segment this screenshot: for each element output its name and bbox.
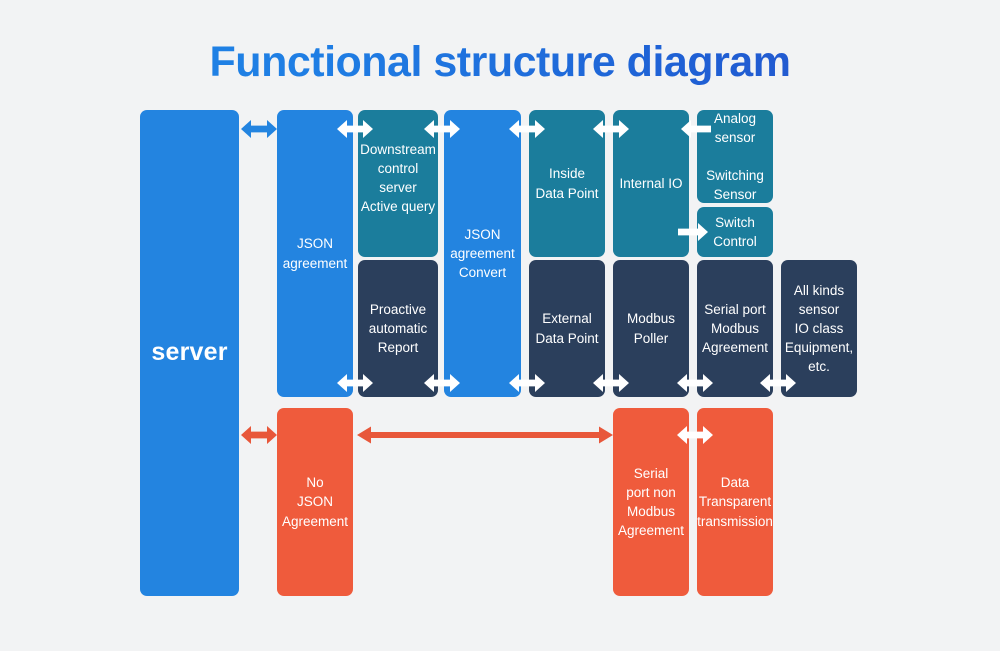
- node-server[interactable]: server: [140, 110, 239, 596]
- arrow-server-to-no-json-agreement: [241, 424, 277, 446]
- node-internal-io[interactable]: Internal IO: [613, 110, 689, 257]
- node-inside-data-point[interactable]: Inside Data Point: [529, 110, 605, 257]
- node-json-agreement-convert[interactable]: JSON agreement Convert: [444, 110, 521, 397]
- node-serial-port-non-modbus-agreement[interactable]: Serial port non Modbus Agreement: [613, 408, 689, 596]
- node-external-data-point[interactable]: External Data Point: [529, 260, 605, 397]
- page-title: Functional structure diagram: [0, 38, 1000, 87]
- node-modbus-poller[interactable]: Modbus Poller: [613, 260, 689, 397]
- node-all-kinds-sensor[interactable]: All kinds sensor IO class Equipment, etc…: [781, 260, 857, 397]
- node-switch-control[interactable]: Switch Control: [697, 207, 773, 257]
- node-downstream-control-server[interactable]: Downstream control server Active query: [358, 110, 438, 257]
- node-no-json-agreement[interactable]: No JSON Agreement: [277, 408, 353, 596]
- node-serial-port-modbus-agreement[interactable]: Serial port Modbus Agreement: [697, 260, 773, 397]
- arrow-server-to-json-agreement: [241, 118, 277, 140]
- node-json-agreement[interactable]: JSON agreement: [277, 110, 353, 397]
- node-proactive-automatic-report[interactable]: Proactive automatic Report: [358, 260, 438, 397]
- node-data-transparent-transmission[interactable]: Data Transparent transmission: [697, 408, 773, 596]
- node-analog-switching-sensor[interactable]: Analog sensor Switching Sensor: [697, 110, 773, 203]
- arrow-no-json-agreement-to-serial-port-non-modbus: [357, 425, 613, 450]
